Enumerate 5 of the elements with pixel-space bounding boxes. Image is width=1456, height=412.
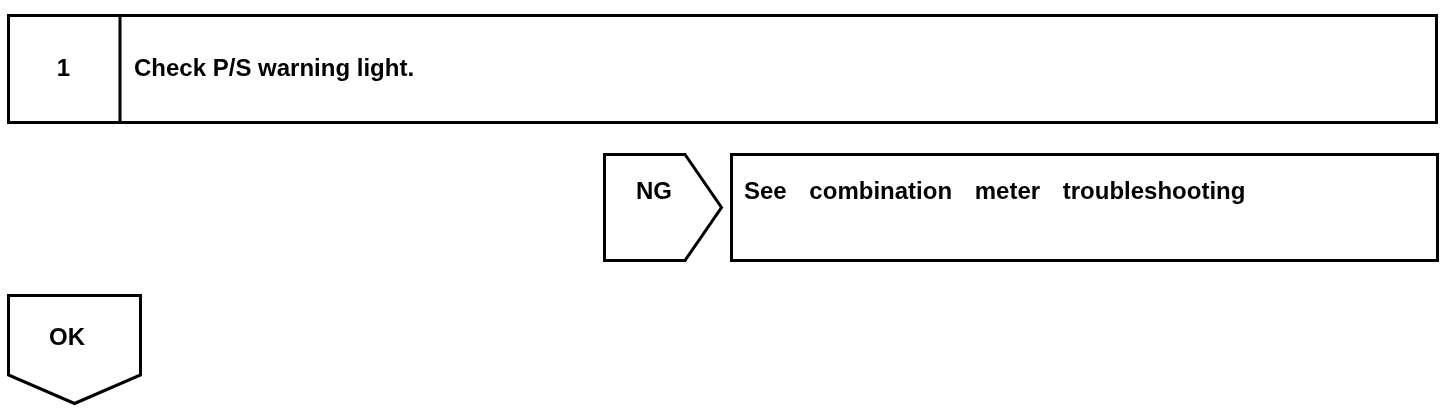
- result-label: OK: [49, 323, 85, 351]
- step-title: Check P/S warning light.: [134, 54, 415, 82]
- step-number: 1: [55, 54, 72, 82]
- action-text: See combination meter troubleshooting: [744, 177, 1246, 205]
- result-label: NG: [636, 177, 672, 205]
